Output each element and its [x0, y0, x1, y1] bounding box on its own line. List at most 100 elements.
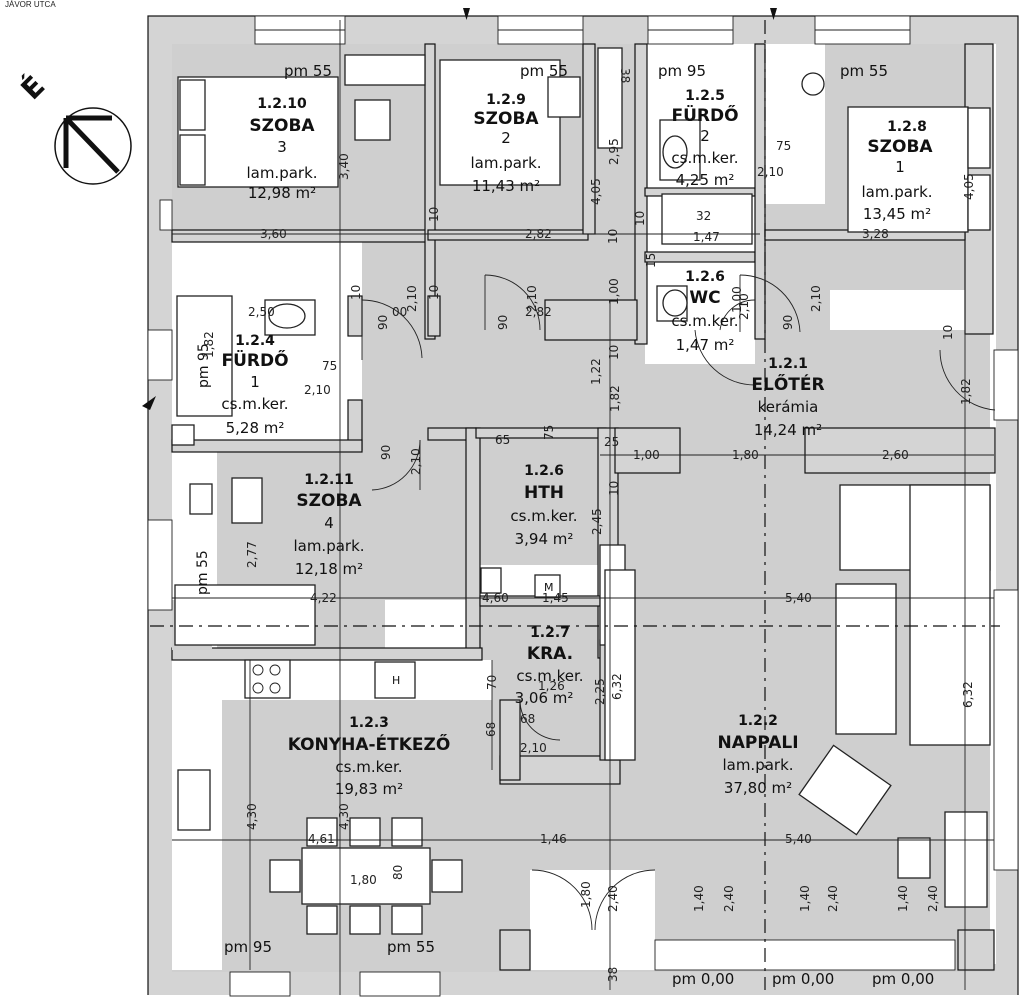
dim-label: 2,25: [593, 678, 607, 705]
dim-label: 4,30: [337, 803, 351, 830]
dim-label: 1,82: [608, 385, 622, 412]
room-floor: cs.m.ker.: [671, 149, 738, 167]
dim-label: 10: [633, 211, 647, 226]
dim-label: 10: [427, 207, 441, 222]
room-1-2-2: 1.2.2 NAPPALI lam.park. 37,80 m²: [717, 713, 798, 797]
room-name: SZOBA: [296, 491, 362, 511]
dim-label: 1,47: [693, 230, 720, 244]
level-label: pm 55: [284, 62, 332, 80]
dim-label: 90: [781, 315, 795, 330]
dim-label: 80: [391, 865, 405, 880]
horizontal-dimensions: 3,60 2,82 2,50 2,10 2,10 1,00 1,80 2,60 …: [248, 139, 909, 887]
room-floor: lam.park.: [246, 164, 317, 182]
level-label: pm 0,00: [672, 970, 734, 988]
structural-axes: [150, 20, 1000, 995]
room-floor: cs.m.ker.: [510, 507, 577, 525]
level-label: pm 0,00: [772, 970, 834, 988]
dim-label: 1,40: [798, 885, 812, 912]
room-sub: 4: [324, 514, 334, 532]
room-number: 1.2.4: [235, 333, 275, 349]
room-number: 1.2.5: [685, 88, 725, 104]
room-number: 1.2.6: [524, 463, 564, 479]
room-1-2-9: 1.2.9 SZOBA 2 lam.park. 11,43 m²: [470, 92, 541, 195]
dim-label: 2,10: [304, 383, 331, 397]
dim-label: 75: [776, 139, 791, 153]
level-label: pm 55: [195, 550, 211, 595]
room-area: 5,28 m²: [226, 419, 285, 437]
room-number: 1.2.1: [768, 356, 808, 372]
room-name: SZOBA: [249, 116, 315, 136]
room-1-2-11: 1.2.11 SZOBA 4 lam.park. 12,18 m²: [293, 472, 364, 578]
room-area: 37,80 m²: [724, 779, 792, 797]
north-compass: É: [14, 69, 132, 185]
dim-label: 10: [607, 345, 621, 360]
dim-label: 6,32: [961, 681, 975, 708]
room-1-2-3: 1.2.3 KONYHA-ÉTKEZŐ cs.m.ker. 19,83 m²: [288, 715, 451, 798]
dim-label: 4,30: [245, 803, 259, 830]
room-floor: lam.park.: [293, 537, 364, 555]
door-swings: [361, 274, 996, 931]
level-label: pm 55: [387, 938, 435, 956]
dim-label: 1,40: [896, 885, 910, 912]
room-floor: lam.park.: [470, 154, 541, 172]
vertical-dimensions: 3,40 2,95 4,05 4,05 2,77 4,30 4,30 6,32 …: [202, 68, 976, 982]
room-1-2-4: 1.2.4 FÜRDŐ 1 cs.m.ker. 5,28 m²: [221, 333, 288, 437]
room-area: 12,18 m²: [295, 560, 363, 578]
room-floor: lam.park.: [722, 756, 793, 774]
dim-label: 2,50: [248, 305, 275, 319]
room-name: ELŐTÉR: [751, 373, 824, 395]
room-name: KRA.: [527, 644, 573, 664]
dim-label: 5,40: [785, 591, 812, 605]
furniture: [171, 47, 991, 935]
room-sub: 2: [501, 129, 511, 147]
room-area: 14,24 m²: [754, 421, 822, 439]
room-area: 3,94 m²: [515, 530, 574, 548]
room-floor: cs.m.ker.: [516, 667, 583, 685]
dim-label: 1,22: [589, 358, 603, 385]
room-number: 1.2.11: [304, 472, 354, 488]
room-number: 1.2.8: [887, 119, 927, 135]
level-label: pm 55: [840, 62, 888, 80]
hood-symbol: H: [392, 674, 400, 687]
dim-label: 1,82: [959, 378, 973, 405]
room-1-2-7: 1.2.7 KRA. cs.m.ker. 3,06 m²: [515, 625, 584, 707]
room-name: SZOBA: [473, 109, 539, 129]
room-name: HTH: [524, 483, 564, 503]
dim-label: 2,82: [525, 227, 552, 241]
dim-label: 2,40: [722, 885, 736, 912]
dim-label: 90: [376, 315, 390, 330]
compass-label: É: [14, 69, 52, 107]
level-label: pm 95: [658, 62, 706, 80]
dim-label: 1,46: [540, 832, 567, 846]
dim-label: 10: [427, 285, 441, 300]
dim-label: 2,10: [809, 285, 823, 312]
dim-label: 70: [485, 675, 499, 690]
meter-symbol: M: [544, 581, 554, 594]
dim-label: 3,60: [260, 227, 287, 241]
level-labels: pm 55 pm 55 pm 95 pm 55 pm 95 pm 55 pm 9…: [195, 62, 934, 988]
level-label: pm 95: [224, 938, 272, 956]
room-labels: 1.2.10 SZOBA 3 lam.park. 12,98 m² 1.2.9 …: [221, 88, 933, 798]
dim-label: 32: [696, 209, 711, 223]
level-label: pm 55: [520, 62, 568, 80]
room-area: 3,06 m²: [515, 689, 574, 707]
dim-label: 2,82: [525, 305, 552, 319]
dim-label: 1,82: [202, 331, 216, 358]
dim-label: 3,40: [337, 153, 351, 180]
room-floor: lam.park.: [861, 183, 932, 201]
dim-label: 00: [392, 305, 407, 319]
dim-label: 4,61: [308, 832, 335, 846]
dim-label: 1,00: [633, 448, 660, 462]
dim-label: 1,45: [542, 591, 569, 605]
dim-label: 15: [644, 253, 658, 268]
room-1-2-1: 1.2.1 ELŐTÉR kerámia 14,24 m²: [751, 356, 824, 439]
dim-label: 10: [606, 229, 620, 244]
dim-label: 90: [379, 445, 393, 460]
dim-label: 6,32: [610, 673, 624, 700]
room-1-2-8: 1.2.8 SZOBA 1 lam.park. 13,45 m²: [861, 119, 933, 223]
room-number: 1.2.10: [257, 96, 307, 112]
room-1-2-5: 1.2.5 FÜRDŐ 2 cs.m.ker. 4,25 m²: [671, 88, 738, 189]
dim-label: 1,80: [350, 873, 377, 887]
dim-label: 38: [606, 967, 620, 982]
